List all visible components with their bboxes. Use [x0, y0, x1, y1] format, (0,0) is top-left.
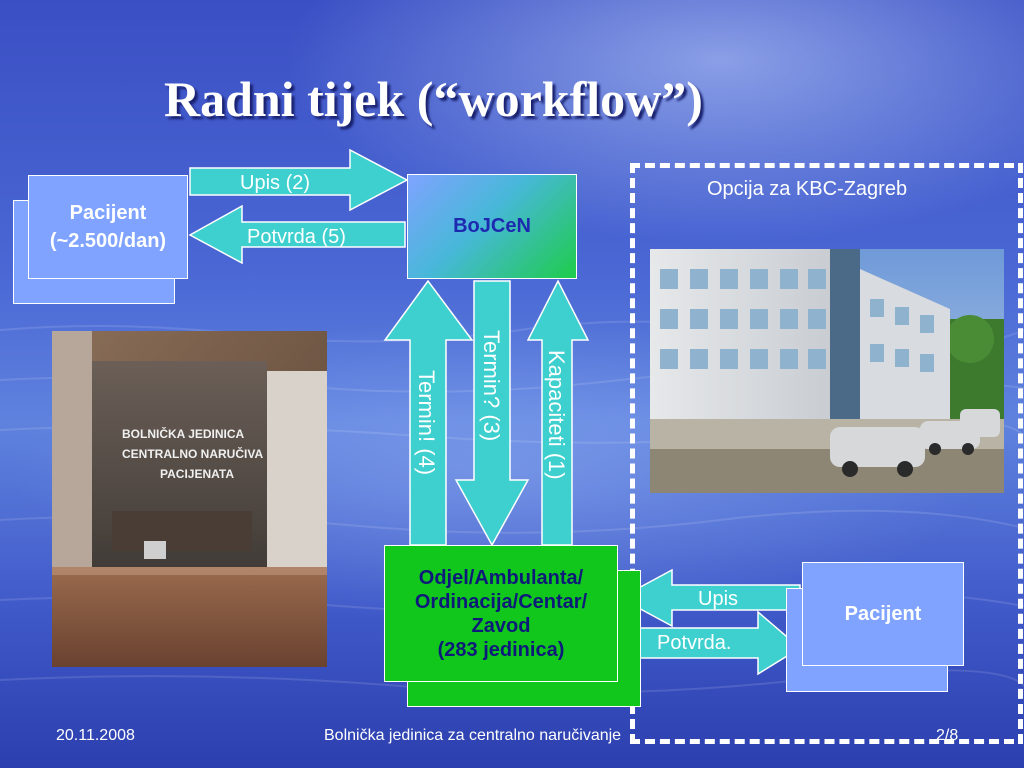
- patient-left-title: Pacijent: [69, 202, 147, 224]
- arrow-termin-4-label: Termin! (4): [414, 370, 439, 476]
- building-photo: [650, 249, 1004, 493]
- building-photo-drawing: [650, 249, 1004, 493]
- arrow-upis-2: [189, 148, 409, 212]
- odjel-line4: (283 jedinica): [437, 638, 565, 661]
- patient-left-count: (~2.500/dan): [49, 230, 167, 252]
- patient-right-box: Pacijent: [802, 562, 964, 666]
- footer-center: Bolnička jedinica za centralno naručivan…: [324, 727, 622, 744]
- odjel-line2: Ordinacija/Centar/: [414, 590, 588, 613]
- arrow-termin-3: [454, 280, 530, 547]
- reception-sign-line2: CENTRALNO NARUČIVA: [122, 447, 264, 461]
- arrow-kapaciteti-1: [526, 279, 590, 546]
- arrow-potvrda: [621, 610, 802, 676]
- footer-page: 2/8: [936, 727, 959, 744]
- arrow-kapaciteti-1-label: Kapaciteti (1): [544, 350, 569, 480]
- reception-photo: BOLNIČKA JEDINICA CENTRALNO NARUČIVA PAC…: [52, 331, 327, 667]
- footer-date: 20.11.2008: [56, 727, 135, 744]
- arrow-upis-label: Upis: [698, 588, 739, 610]
- option-label: Opcija za KBC-Zagreb: [707, 178, 908, 200]
- reception-photo-drawing: [52, 331, 327, 667]
- bojcen-box: BoJCeN: [407, 174, 577, 279]
- odjel-line1: Odjel/Ambulanta/: [418, 566, 584, 589]
- reception-sign: BOLNIČKA JEDINICA CENTRALNO NARUČIVA PAC…: [122, 424, 263, 484]
- bojcen-label: BoJCeN: [453, 215, 531, 237]
- odjel-line3: Zavod: [471, 614, 531, 637]
- arrow-upis: [618, 568, 801, 628]
- reception-sign-line1: BOLNIČKA JEDINICA: [122, 427, 245, 441]
- odjel-box: Odjel/Ambulanta/ Ordinacija/Centar/ Zavo…: [384, 545, 618, 682]
- arrow-potvrda-5-label: Potvrda (5): [247, 226, 346, 248]
- reception-sign-line3: PACIJENATA: [160, 467, 235, 481]
- patient-right-title: Pacijent: [844, 603, 922, 625]
- arrow-upis-2-label: Upis (2): [240, 172, 311, 194]
- kbc-option-frame-right: [1018, 163, 1024, 744]
- arrow-potvrda-5: [188, 204, 406, 265]
- arrow-potvrda-label: Potvrda.: [657, 632, 732, 654]
- arrow-termin-3-label: Termin? (3): [479, 330, 504, 442]
- arrow-termin-4: [383, 279, 474, 546]
- slide-title: Radni tijek (“workflow”): [164, 71, 703, 127]
- patient-left-box: Pacijent (~2.500/dan): [28, 175, 188, 279]
- kbc-option-frame: [630, 163, 1014, 744]
